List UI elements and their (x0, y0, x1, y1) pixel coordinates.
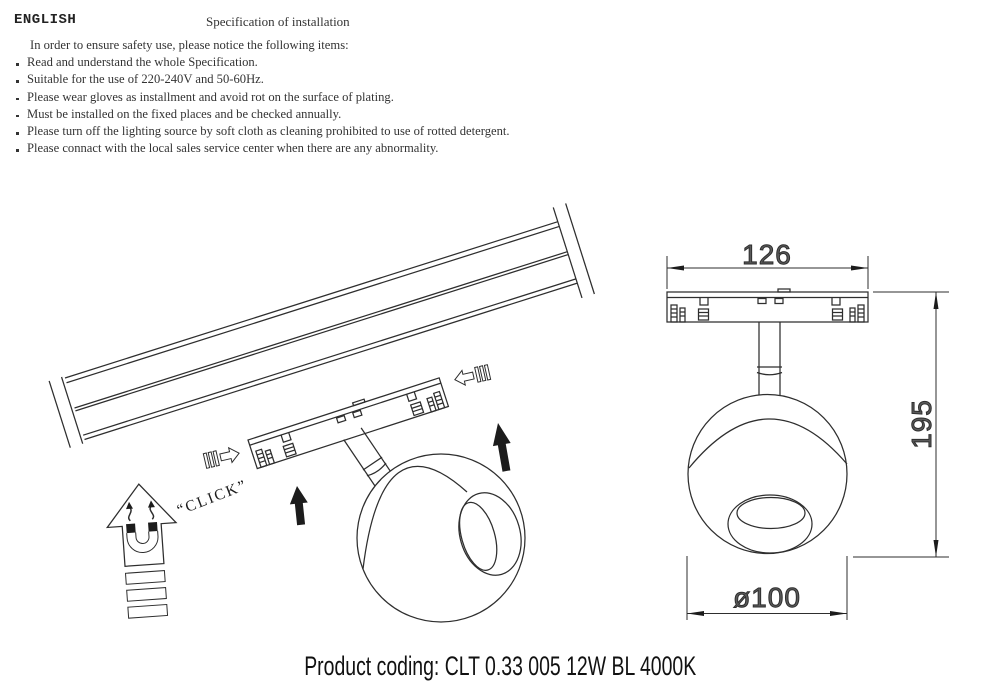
notice-item: Suitable for the use of 220-240V and 50-… (14, 71, 714, 88)
push-up-arrow (288, 485, 311, 526)
notice-item: Please wear gloves as installment and av… (14, 89, 714, 106)
dim-diameter: ø100 (686, 556, 848, 620)
dim-width: 126 (666, 239, 869, 289)
notice-intro: In order to ensure safety use, please no… (30, 38, 349, 52)
slide-arrow-right (202, 445, 242, 469)
dim-height: 195 (853, 291, 949, 558)
dim-diameter-label: ø100 (733, 582, 801, 613)
track-adapter (246, 374, 450, 470)
product-coding-label: Product coding: (304, 651, 440, 681)
page-title: Specification of installation (206, 14, 350, 29)
slide-arrow-left (452, 364, 492, 388)
notice-item: Please turn off the lighting source by s… (14, 123, 714, 140)
dim-width-label: 126 (742, 239, 792, 270)
dim-stem (756, 322, 783, 400)
dim-plate (666, 288, 869, 323)
product-coding-value: CLT 0.33 005 12W BL 4000K (444, 651, 696, 681)
dim-height-label: 195 (906, 399, 937, 449)
dim-lamp-head (687, 393, 848, 555)
language-label: ENGLISH (14, 12, 77, 28)
lamp-head (356, 453, 526, 623)
track-rail (48, 203, 595, 448)
magnet-icon (126, 500, 159, 554)
push-up-arrow (489, 421, 516, 473)
notice-item: Read and understand the whole Specificat… (14, 54, 714, 71)
notice-list: Read and understand the whole Specificat… (14, 54, 714, 157)
magnet-arrow (105, 483, 178, 619)
product-coding: Product coding: CLT 0.33 005 12W BL 4000… (0, 651, 1000, 682)
click-label: “CLICK” (175, 477, 250, 519)
notice-item: Please connact with the local sales serv… (14, 140, 714, 157)
safety-notice: In order to ensure safety use, please no… (14, 37, 714, 157)
notice-item: Must be installed on the fixed places an… (14, 106, 714, 123)
